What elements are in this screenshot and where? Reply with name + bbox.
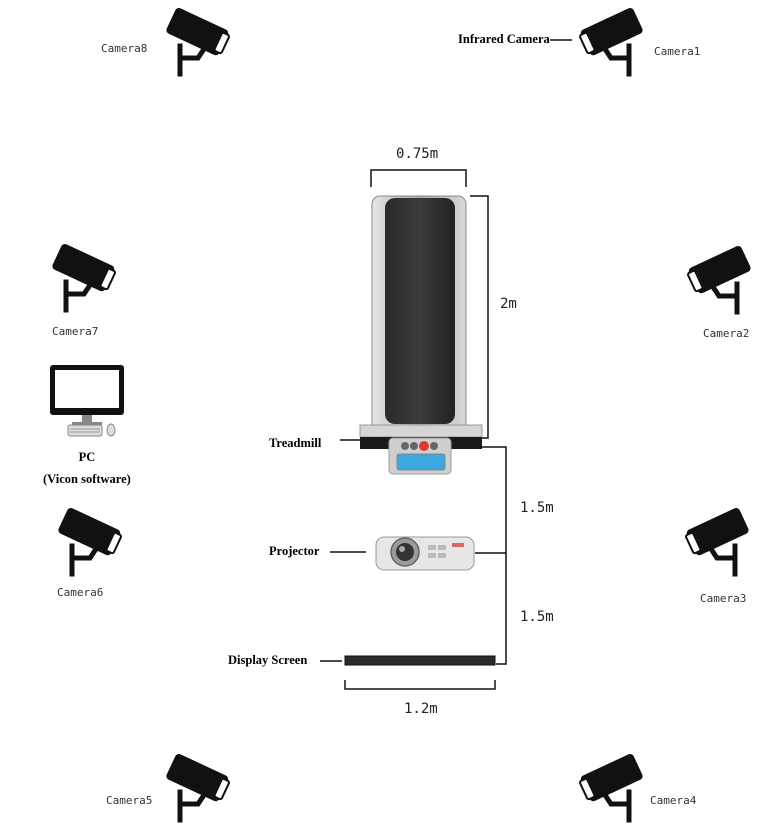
desktop-computer-icon <box>50 365 124 437</box>
camera1-icon <box>579 7 644 74</box>
camera3-label: Camera3 <box>700 592 747 605</box>
camera8-icon <box>165 7 230 74</box>
camera1-label: Camera1 <box>654 45 701 58</box>
projector-icon <box>375 536 475 571</box>
camera3-icon <box>685 507 750 574</box>
camera2-icon <box>687 245 752 312</box>
treadmill-to-projector-label: 1.5m <box>520 500 554 516</box>
display-screen-label: Display Screen <box>228 653 308 667</box>
camera5-label: Camera5 <box>106 794 153 807</box>
width-bracket <box>370 169 467 187</box>
projector-label: Projector <box>269 544 320 558</box>
treadmill-label: Treadmill <box>269 436 322 450</box>
camera6-icon <box>57 507 122 574</box>
camera4-icon <box>579 753 644 820</box>
screen-width-bracket <box>344 680 496 690</box>
treadmill-length-label: 2m <box>500 296 517 312</box>
camera2-label: Camera2 <box>703 327 750 340</box>
infrared-camera-label: Infrared Camera <box>458 32 550 46</box>
pc-label: PC <box>78 450 96 464</box>
projector-to-screen-label: 1.5m <box>520 609 554 625</box>
camera7-icon <box>51 243 116 310</box>
treadmill-width-label: 0.75m <box>396 146 439 162</box>
pc-software-label: (Vicon software) <box>43 472 131 486</box>
screen-width-label: 1.2m <box>404 701 438 717</box>
camera6-label: Camera6 <box>57 586 104 599</box>
distance-line <box>480 446 507 665</box>
camera5-icon <box>165 753 230 820</box>
camera7-label: Camera7 <box>52 325 99 338</box>
display-screen-icon <box>344 655 496 666</box>
camera8-label: Camera8 <box>101 42 148 55</box>
length-bracket <box>470 195 489 439</box>
camera4-label: Camera4 <box>650 794 697 807</box>
treadmill-icon <box>359 195 483 475</box>
